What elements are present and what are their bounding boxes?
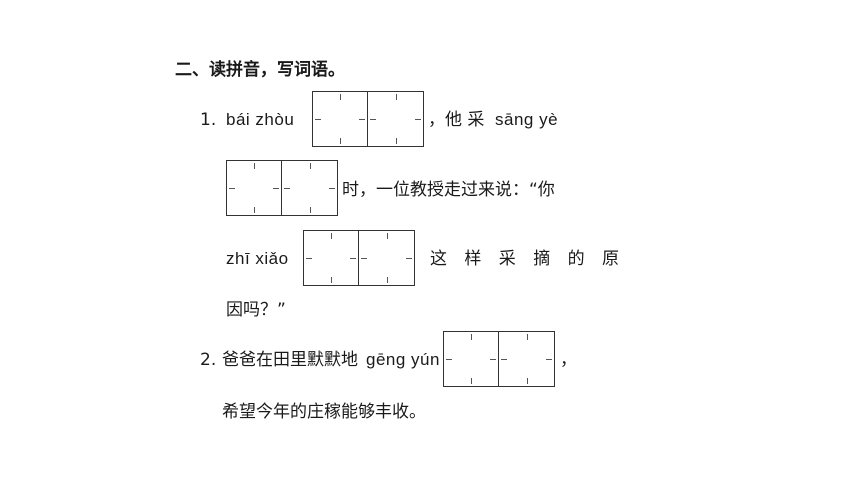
answer-cell[interactable] xyxy=(282,161,337,215)
answer-cell[interactable] xyxy=(304,231,359,285)
answer-cell[interactable] xyxy=(444,332,499,386)
answer-cell[interactable] xyxy=(368,92,423,146)
q1-answer-box-2[interactable] xyxy=(226,160,338,216)
q2-comma: ， xyxy=(560,350,577,370)
q1-text-ta-cai: ，他 采 xyxy=(428,110,485,130)
q1-number: 1. xyxy=(200,110,217,130)
q1-pinyin-bai-zhou: bái zhòu xyxy=(226,110,295,129)
q1-answer-box-1[interactable] xyxy=(312,91,424,147)
q1-text-shi: 时，一位教授走过来说：“你 xyxy=(342,180,555,200)
q2-answer-box[interactable] xyxy=(443,331,555,387)
answer-cell[interactable] xyxy=(227,161,282,215)
q1-text-yin-ma: 因吗？” xyxy=(226,300,286,320)
q1-pinyin-sang-ye: sāng yè xyxy=(495,110,559,129)
q2-number: 2. xyxy=(200,350,217,370)
q2-text-xiwang: 希望今年的庄稼能够丰收。 xyxy=(222,402,426,422)
section-heading: 二、读拼音，写词语。 xyxy=(175,60,345,80)
q2-text-baba: 爸爸在田里默默地 xyxy=(222,350,358,370)
q2-pinyin-geng-yun: gēng yún xyxy=(366,350,440,369)
q1-answer-box-3[interactable] xyxy=(303,230,415,286)
answer-cell[interactable] xyxy=(499,332,554,386)
answer-cell[interactable] xyxy=(313,92,368,146)
q1-pinyin-zhi-xiao: zhī xiǎo xyxy=(226,249,289,268)
answer-cell[interactable] xyxy=(359,231,414,285)
q1-text-zhe-yang: 这 样 采 摘 的 原 xyxy=(430,249,626,269)
